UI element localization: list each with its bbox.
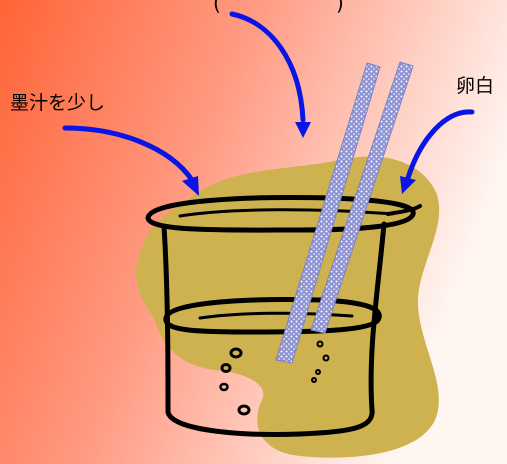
- arrow-ink: [62, 125, 195, 183]
- bubbles: [219, 340, 330, 416]
- top-partial-label: (: [213, 0, 221, 15]
- arrow-egg: [405, 109, 475, 181]
- arrowheads: [182, 122, 416, 196]
- arrow-top: [229, 11, 306, 123]
- beaker: [145, 195, 422, 437]
- glass-rods: [275, 61, 414, 364]
- top-partial-label-close: ): [336, 0, 344, 15]
- label-ink: 墨汁を少し: [10, 92, 106, 114]
- glass-rod-left: [275, 62, 381, 364]
- arrows: [62, 11, 475, 183]
- glass-rod-right: [310, 61, 414, 334]
- label-egg-white: 卵白: [456, 75, 495, 97]
